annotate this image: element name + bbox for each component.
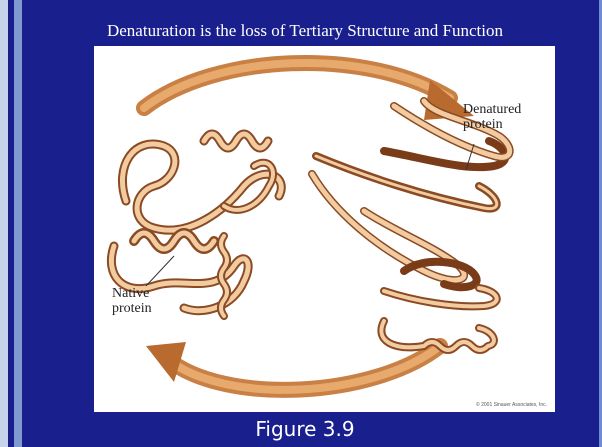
native-protein-label: Native protein <box>112 286 152 316</box>
denatured-label-line1: Denatured <box>463 102 521 117</box>
top-arrow <box>144 63 474 120</box>
native-label-line1: Native <box>112 286 152 301</box>
native-label-line2: protein <box>112 301 152 316</box>
figure-image: Denatured protein Native protein © 2001 … <box>94 46 555 412</box>
denatured-label-line2: protein <box>463 117 521 132</box>
slide-title: Denaturation is the loss of Tertiary Str… <box>28 18 582 44</box>
denatured-protein-label: Denatured protein <box>463 102 521 132</box>
protein-denaturation-diagram <box>94 46 555 412</box>
denatured-protein <box>312 101 510 350</box>
figure-caption: Figure 3.9 <box>28 415 582 443</box>
copyright-text: © 2001 Sinauer Associates, Inc. <box>476 402 547 408</box>
